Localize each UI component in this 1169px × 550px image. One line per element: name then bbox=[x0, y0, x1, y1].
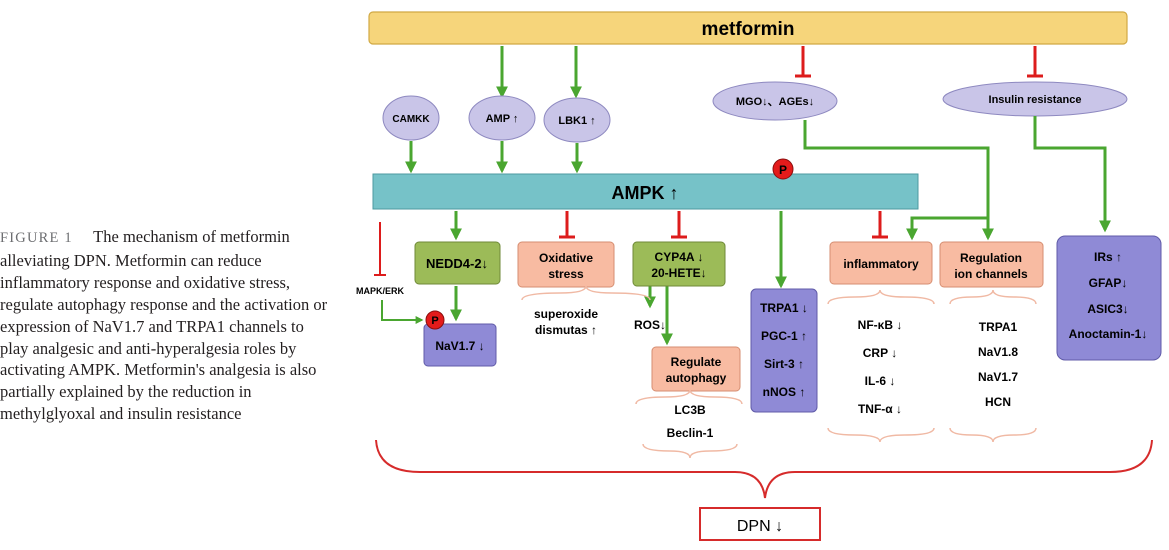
trpa-item-1: TRPA1 ↓ bbox=[760, 301, 808, 315]
oxidative-label-1: Oxidative bbox=[539, 251, 593, 265]
ion-label-1: Regulation bbox=[960, 251, 1022, 265]
mgo-node bbox=[712, 81, 838, 121]
metformin-inhibitions bbox=[795, 46, 1043, 78]
mgo-paths bbox=[803, 116, 1111, 241]
irs-item-1: IRs ↑ bbox=[1094, 250, 1122, 264]
dpn-brace bbox=[375, 439, 1153, 499]
ion-label-2: ion channels bbox=[954, 267, 1028, 281]
autophagy-brace bbox=[635, 389, 743, 405]
ros-label: ROS↓ bbox=[634, 318, 666, 332]
oxidative-brace bbox=[521, 285, 651, 301]
inflammatory-brace bbox=[827, 289, 935, 305]
lbk1-node bbox=[543, 97, 611, 143]
ampk-label: AMPK ↑ bbox=[612, 183, 679, 203]
inflammatory-item-3: IL-6 ↓ bbox=[865, 374, 896, 388]
irs-item-3: ASIC3↓ bbox=[1087, 302, 1128, 316]
inflammatory-item-4: TNF-α ↓ bbox=[858, 402, 902, 416]
irs-box bbox=[1056, 235, 1162, 361]
ion-box bbox=[939, 241, 1044, 288]
inflammatory-item-1: NF-κB ↓ bbox=[858, 318, 903, 332]
dpn-box bbox=[699, 507, 821, 541]
ampk-bar bbox=[372, 173, 919, 210]
trpa-box bbox=[750, 288, 818, 413]
inflammatory-box bbox=[829, 241, 933, 285]
ion-item-4: HCN bbox=[985, 395, 1011, 409]
metformin-label: metformin bbox=[702, 19, 795, 40]
ampk-downstream-arrows bbox=[450, 211, 787, 346]
mapk-inhibition bbox=[374, 222, 386, 276]
metformin-arrows bbox=[496, 46, 582, 99]
oxidative-box bbox=[517, 241, 615, 288]
metformin-bar bbox=[368, 11, 1128, 45]
trpa-item-2: PGC-1 ↑ bbox=[761, 329, 807, 343]
superoxide-label-2: dismutas ↑ bbox=[535, 323, 597, 337]
mgo-label: MGO↓、AGEs↓ bbox=[736, 96, 814, 108]
nav17-label: NaV1.7 ↓ bbox=[435, 339, 484, 353]
cyp-label-1: CYP4A ↓ bbox=[655, 250, 704, 264]
trpa-item-3: Sirt-3 ↑ bbox=[764, 357, 804, 371]
dpn-label: DPN ↓ bbox=[737, 518, 783, 535]
mapk-arrow bbox=[381, 300, 424, 324]
inflammatory-item-2: CRP ↓ bbox=[863, 346, 897, 360]
camkk-node bbox=[382, 95, 440, 141]
nav17-box bbox=[423, 323, 497, 367]
nav17-phospho-label: P bbox=[431, 315, 438, 327]
ion-item-3: NaV1.7 bbox=[978, 370, 1018, 384]
ampk-inhibitions bbox=[559, 211, 888, 239]
nav17-phospho-badge bbox=[425, 310, 445, 330]
ampk-phospho-label: P bbox=[779, 163, 787, 177]
autophagy-box bbox=[651, 346, 741, 392]
activator-arrows bbox=[405, 141, 583, 174]
inflammatory-brace-bottom bbox=[827, 427, 935, 443]
amp-node bbox=[468, 95, 536, 141]
autophagy-label-1: Regulate bbox=[671, 355, 722, 369]
figure-label: FIGURE 1 bbox=[0, 230, 73, 246]
ion-brace-bottom bbox=[949, 427, 1037, 443]
oxidative-label-2: stress bbox=[548, 267, 584, 281]
insulin-label: Insulin resistance bbox=[989, 94, 1082, 106]
nedd-label: NEDD4-2↓ bbox=[426, 256, 488, 271]
superoxide-label-1: superoxide bbox=[534, 307, 598, 321]
irs-item-2: GFAP↓ bbox=[1089, 276, 1128, 290]
lbk1-label: LBK1 ↑ bbox=[558, 115, 595, 127]
amp-label: AMP ↑ bbox=[486, 113, 519, 125]
cyp-box bbox=[632, 241, 726, 287]
ampk-phospho-badge bbox=[772, 158, 794, 180]
ion-brace bbox=[949, 289, 1037, 305]
autophagy-label-2: autophagy bbox=[666, 371, 727, 385]
ion-item-1: TRPA1 bbox=[979, 320, 1018, 334]
figure-caption: FIGURE 1 The mechanism of metformin alle… bbox=[0, 226, 330, 425]
irs-item-4: Anoctamin-1↓ bbox=[1069, 327, 1148, 341]
nedd-box bbox=[414, 241, 501, 285]
trpa-item-4: nNOS ↑ bbox=[763, 385, 806, 399]
inflammatory-label: inflammatory bbox=[843, 257, 919, 271]
camkk-label: CAMKK bbox=[392, 114, 430, 125]
autophagy-item-1: LC3B bbox=[674, 403, 706, 417]
cyp-label-2: 20-HETE↓ bbox=[651, 266, 706, 280]
ion-item-2: NaV1.8 bbox=[978, 345, 1018, 359]
mapk-label: MAPK/ERK bbox=[356, 286, 405, 296]
autophagy-item-2: Beclin-1 bbox=[667, 426, 714, 440]
autophagy-brace-bottom bbox=[642, 443, 738, 459]
caption-text: The mechanism of metformin alleviating D… bbox=[0, 227, 328, 424]
